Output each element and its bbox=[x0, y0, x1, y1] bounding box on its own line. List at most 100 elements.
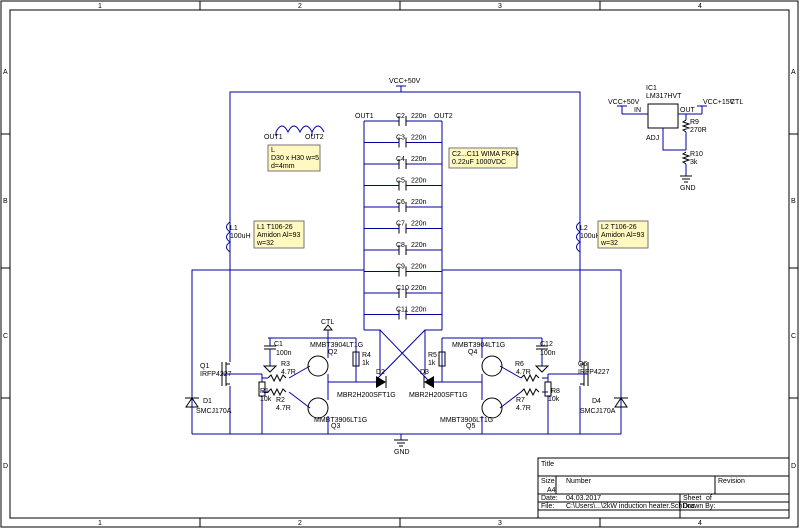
cap-name: C3 bbox=[396, 135, 405, 142]
caps-note bbox=[448, 147, 518, 169]
revision-label: Revision bbox=[718, 478, 745, 485]
q5-part: MMBT3906LT1G bbox=[440, 417, 493, 424]
l2-note-line-1: L2 T106-26 bbox=[601, 224, 637, 231]
file-label: File: bbox=[541, 503, 554, 510]
capacitor-c7: C7 220n bbox=[364, 221, 442, 234]
cap-name: C10 bbox=[396, 285, 409, 292]
q2-symbol bbox=[307, 355, 329, 377]
r6-name: R6 bbox=[515, 361, 524, 368]
cap-name: C5 bbox=[396, 178, 405, 185]
r8-name: R8 bbox=[551, 388, 560, 395]
d3-name: D3 bbox=[420, 369, 429, 376]
q4-name: Q4 bbox=[468, 349, 477, 356]
zone-col-4-top: 4 bbox=[698, 3, 702, 10]
ic1-part: LM317HVT bbox=[646, 93, 682, 100]
power-rails: GND bbox=[191, 254, 622, 456]
r9-name: R9 bbox=[690, 119, 699, 126]
q6-part: IRFP4227 bbox=[578, 369, 610, 376]
r2-name: R2 bbox=[276, 397, 285, 404]
cap-name: C8 bbox=[396, 242, 405, 249]
zone-col-4-bottom: 4 bbox=[698, 520, 702, 527]
capacitor-c3: C3 220n bbox=[364, 135, 442, 148]
cap-value: 220n bbox=[411, 199, 427, 206]
zone-col-3-bottom: 3 bbox=[498, 520, 502, 527]
zone-row-c-right: C bbox=[791, 333, 796, 340]
ic1-name: IC1 bbox=[646, 85, 657, 92]
cap-value: 220n bbox=[411, 221, 427, 228]
l1-note bbox=[253, 220, 305, 249]
vcc50-label: VCC+50V bbox=[389, 78, 421, 85]
r10-symbol bbox=[681, 151, 691, 165]
r4-symbol bbox=[352, 351, 360, 367]
coil-note-line-3: d=4mm bbox=[271, 163, 295, 170]
d1-symbol bbox=[185, 397, 199, 408]
date-label: Date: bbox=[541, 495, 558, 502]
title-block: Title Size A4 Number Revision Date: 04.0… bbox=[537, 457, 790, 519]
q3-name: Q3 bbox=[331, 423, 340, 430]
l2-value: 100uH bbox=[580, 233, 601, 240]
size-value: A4 bbox=[547, 487, 556, 494]
r7-symbol bbox=[520, 387, 540, 397]
r10-name: R10 bbox=[690, 151, 703, 158]
zone-row-d-left: D bbox=[3, 463, 8, 470]
d2-name: D2 bbox=[376, 369, 385, 376]
cap-value: 220n bbox=[411, 285, 427, 292]
zone-col-3-top: 3 bbox=[498, 3, 502, 10]
l1-note-line-2: Amidon Al=93 bbox=[257, 232, 300, 239]
title-label: Title bbox=[541, 461, 554, 468]
d4-symbol bbox=[614, 397, 628, 408]
r9-symbol bbox=[681, 119, 691, 133]
q5-name: Q5 bbox=[466, 423, 475, 430]
cap-name: C11 bbox=[396, 307, 408, 314]
r8-value: 10k bbox=[548, 396, 560, 403]
capacitor-c6: C6 220n bbox=[364, 199, 442, 212]
c12-name: C12 bbox=[540, 341, 553, 348]
reg-vin-label: VCC+50V bbox=[608, 99, 640, 106]
ic1-out-pin: OUT bbox=[680, 107, 696, 114]
sheet-label: Sheet bbox=[683, 495, 701, 502]
cap-value: 220n bbox=[411, 113, 427, 120]
q2-part: MMBT3904LT1G bbox=[310, 342, 363, 349]
d4-name: D4 bbox=[592, 398, 601, 405]
ic1-adj-pin: ADJ bbox=[646, 135, 659, 142]
r4-name: R4 bbox=[362, 352, 371, 359]
ctl-label-left: CTL bbox=[321, 319, 334, 326]
q1-name: Q1 bbox=[200, 363, 209, 370]
cap-value: 220n bbox=[411, 135, 427, 142]
inductor-l1: L1 100uH L1 T106-26 Amidon Al=93 w=32 bbox=[226, 220, 305, 253]
l2-name: L2 bbox=[580, 225, 588, 232]
r1-value: 10k bbox=[260, 396, 272, 403]
zone-row-a-right: A bbox=[791, 69, 796, 76]
r2-symbol bbox=[267, 387, 287, 397]
vcc50-supply: VCC+50V bbox=[229, 78, 581, 254]
c12-gnd-icon bbox=[534, 365, 550, 373]
q3-part: MMBT3906LT1G bbox=[314, 417, 367, 424]
c1-gnd-icon bbox=[262, 365, 278, 373]
q6-name: Q6 bbox=[578, 361, 587, 368]
q3-symbol bbox=[307, 397, 329, 419]
cap-name: C6 bbox=[396, 199, 405, 206]
c12-value: 100n bbox=[540, 350, 556, 357]
q4-symbol bbox=[481, 355, 503, 377]
d2-part: MBR2H200SFT1G bbox=[337, 392, 396, 399]
cap-name: C2 bbox=[396, 113, 405, 120]
r9-value: 270R bbox=[690, 127, 707, 134]
sheet-of: of bbox=[706, 495, 712, 502]
c1-value: 100n bbox=[276, 350, 292, 357]
reg-gnd-label: GND bbox=[680, 185, 696, 192]
drawn-by-label: Drawn By: bbox=[683, 503, 715, 510]
caps-out1-label: OUT1 bbox=[355, 113, 374, 120]
reg-ctl-label: CTL bbox=[730, 99, 743, 106]
size-label: Size bbox=[541, 478, 555, 485]
q1-part: IRFP4227 bbox=[200, 371, 232, 378]
zone-row-d-right: D bbox=[791, 463, 796, 470]
r2-value: 4.7R bbox=[276, 405, 291, 412]
zone-row-c-left: C bbox=[3, 333, 8, 340]
cap-name: C7 bbox=[396, 221, 405, 228]
q5-symbol bbox=[481, 397, 503, 419]
file-value: C:\Users\...\2kW induction heater.SchDoc bbox=[566, 503, 695, 510]
